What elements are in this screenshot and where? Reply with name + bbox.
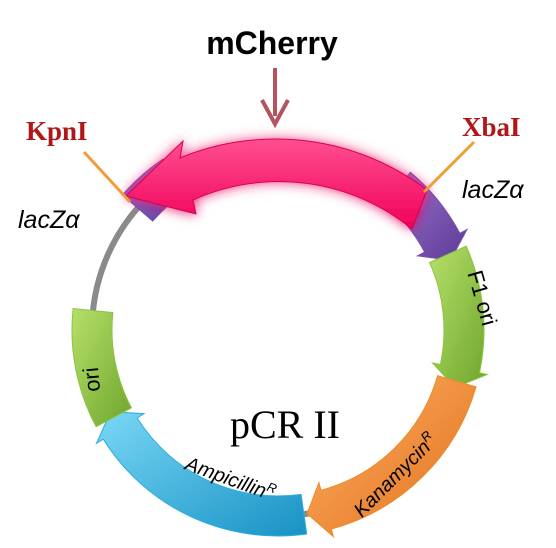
mcherry-label: mCherry (206, 25, 338, 61)
xbai-site-line (422, 140, 476, 194)
kanamycin-feature-arc (306, 375, 477, 539)
mcherry-pointer-head (260, 99, 290, 129)
ori-label: ori (78, 366, 105, 393)
mcherry-insert-arrow (125, 138, 428, 230)
xbai-label: XbaI (462, 112, 521, 142)
kpni-site-line (82, 150, 132, 204)
ori-feature-arc (71, 307, 133, 428)
features-layer (71, 158, 489, 539)
lacz-left-label: lacZα (18, 206, 80, 234)
kpni-label: KpnI (26, 116, 88, 146)
lacz-right-label: lacZα (462, 176, 524, 204)
plasmid-name: pCR II (230, 402, 340, 447)
ampicillin-feature-arc (95, 410, 308, 537)
